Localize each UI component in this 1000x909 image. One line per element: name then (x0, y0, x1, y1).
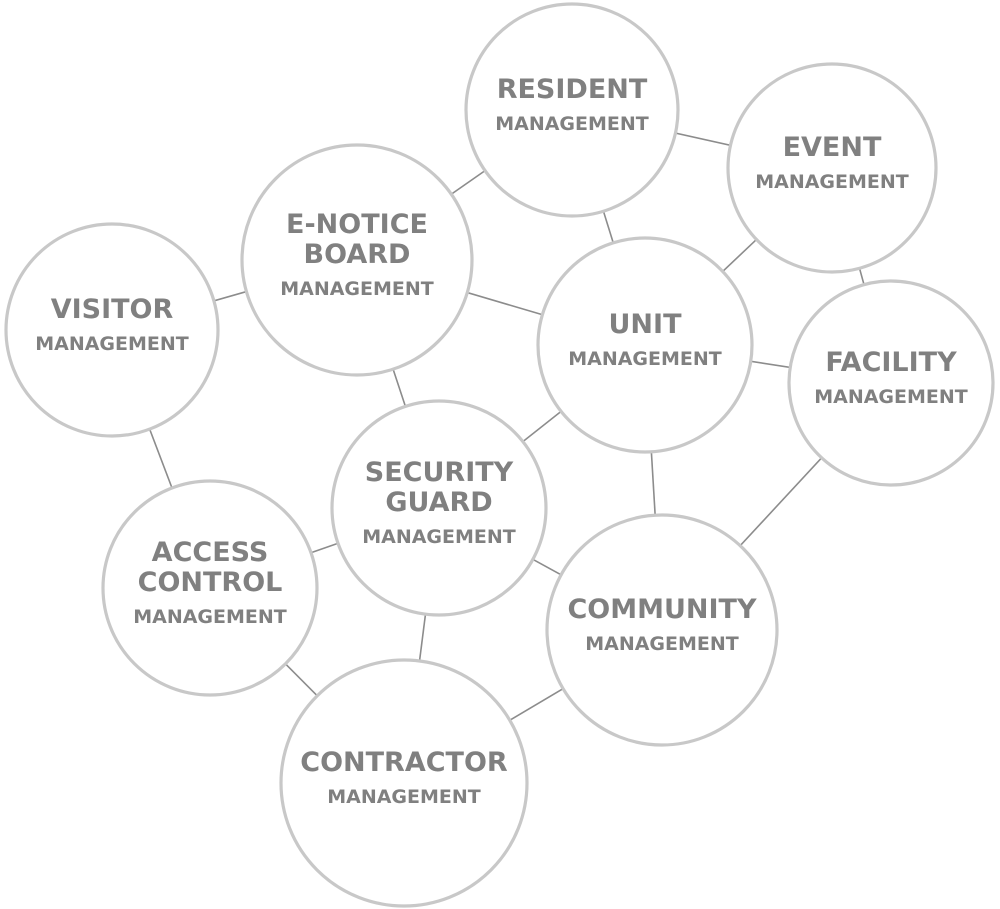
node-title-access: ACCESS (152, 537, 269, 568)
node-circle-event (726, 62, 938, 274)
node-title-event: EVENT (783, 132, 882, 163)
node-subtitle-community: MANAGEMENT (585, 633, 739, 655)
node-subtitle-resident: MANAGEMENT (495, 113, 649, 135)
node-circle-community (545, 513, 779, 747)
node-subtitle-unit: MANAGEMENT (568, 348, 722, 370)
node-subtitle-visitor: MANAGEMENT (35, 333, 189, 355)
node-circle-access (101, 479, 319, 697)
node-subtitle-facility: MANAGEMENT (814, 386, 968, 408)
node-community: COMMUNITY MANAGEMENT (545, 513, 779, 747)
node-event: EVENT MANAGEMENT (726, 62, 938, 274)
node-circle-resident (464, 2, 680, 218)
node-title-enotice: BOARD (304, 239, 411, 270)
node-subtitle-contractor: MANAGEMENT (327, 786, 481, 808)
module-nodes: RESIDENTMANAGEMENTEVENTMANAGEMENTE-NOTIC… (4, 2, 995, 908)
node-resident: RESIDENT MANAGEMENT (464, 2, 680, 218)
node-facility: FACILITY MANAGEMENT (787, 279, 995, 487)
node-circle-contractor (279, 658, 529, 908)
node-unit: UNIT MANAGEMENT (536, 236, 754, 454)
node-circle-enotice (240, 143, 474, 377)
node-subtitle-event: MANAGEMENT (755, 171, 909, 193)
node-circle-visitor (4, 222, 220, 438)
node-title-visitor: VISITOR (51, 294, 174, 325)
node-title-contractor: CONTRACTOR (300, 747, 508, 778)
node-subtitle-enotice: MANAGEMENT (280, 278, 434, 300)
node-title-unit: UNIT (609, 309, 683, 340)
node-title-community: COMMUNITY (567, 594, 756, 625)
node-circle-facility (787, 279, 995, 487)
node-contractor: CONTRACTOR MANAGEMENT (279, 658, 529, 908)
node-circle-security (330, 399, 548, 617)
node-visitor: VISITOR MANAGEMENT (4, 222, 220, 438)
node-subtitle-access: MANAGEMENT (133, 606, 287, 628)
node-title-access: CONTROL (138, 567, 283, 598)
node-title-resident: RESIDENT (497, 74, 648, 105)
node-title-security: GUARD (385, 487, 492, 518)
node-title-enotice: E-NOTICE (286, 209, 428, 240)
node-title-facility: FACILITY (825, 347, 957, 378)
node-circle-unit (536, 236, 754, 454)
node-subtitle-security: MANAGEMENT (362, 526, 516, 548)
node-title-security: SECURITY (365, 457, 514, 488)
